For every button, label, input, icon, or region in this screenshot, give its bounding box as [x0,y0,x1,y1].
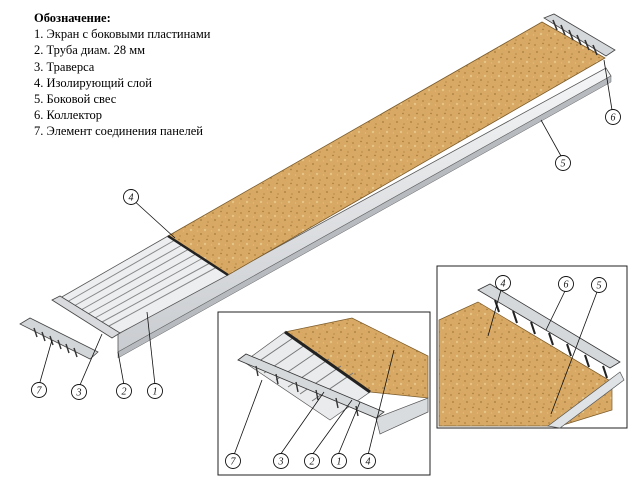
callout-main-4: 4 [123,189,139,205]
main-insulation-edge [167,234,229,277]
callout-detail-left-1: 1 [331,453,347,469]
legend-title: Обозначение: [34,11,111,25]
svg-text:2: 2 [310,457,315,468]
main-collector [543,13,616,57]
svg-text:1: 1 [153,387,158,398]
main-side-bottom [117,75,612,359]
callout-main-3: 3 [71,384,87,400]
legend-item-2: 2. Труба диам. 28 мм [34,43,146,58]
svg-text:5: 5 [561,159,566,170]
legend-item-5: 5. Боковой свес [34,92,117,107]
svg-text:4: 4 [501,279,506,290]
callout-detail-left-3: 3 [273,453,289,469]
svg-text:6: 6 [611,113,616,124]
detail-right [436,265,628,429]
svg-text:4: 4 [129,193,134,204]
main-collector-teeth [552,19,598,56]
detail-left [217,311,431,476]
detail-left-side [375,397,429,435]
svg-text:1: 1 [337,457,342,468]
legend-item-3: 3. Траверса [34,59,95,74]
svg-text:3: 3 [76,388,82,399]
callouts [39,59,613,456]
callout-main-2: 2 [116,383,132,399]
legend-item-7: 7. Элемент соединения панелей [34,124,203,139]
main-tubes [66,239,218,327]
svg-text:2: 2 [122,387,127,398]
callout-detail-left-2: 2 [304,453,320,469]
callout-main-1: 1 [147,383,163,399]
svg-text:4: 4 [366,457,371,468]
callout-detail-right-5: 5 [591,277,607,293]
svg-text:7: 7 [37,386,43,397]
main-connector-teeth [33,327,78,358]
callout-main-7: 7 [31,382,47,398]
legend-item-6: 6. Коллектор [34,108,103,123]
main-connector [19,317,99,360]
detail-right-collector-teeth [494,299,608,379]
detail-right-insulation [438,301,613,427]
detail-right-side [547,371,625,429]
svg-text:5: 5 [597,281,602,292]
callout-detail-right-4: 4 [495,275,511,291]
main-traverse [51,295,121,339]
callout-detail-right-6: 6 [558,276,574,292]
svg-text:3: 3 [278,457,284,468]
legend-item-4: 4. Изолирующий слой [34,75,152,90]
detail-left-traverse-teeth [255,365,359,417]
svg-text:7: 7 [231,457,237,468]
detail-right-collector [477,283,621,369]
callout-detail-left-4: 4 [360,453,376,469]
svg-text:6: 6 [564,280,569,291]
detail-left-traverse [237,353,385,419]
callout-detail-left-7: 7 [225,453,241,469]
main-insulation [167,21,606,276]
callout-main-5: 5 [555,155,571,171]
legend-item-1: 1. Экран с боковыми пластинами [34,27,211,42]
main-panel [19,13,616,360]
detail-left-insulation-edge [284,330,371,394]
legend: Обозначение: 1. Экран с боковыми пластин… [34,10,210,140]
callout-main-6: 6 [605,109,621,125]
